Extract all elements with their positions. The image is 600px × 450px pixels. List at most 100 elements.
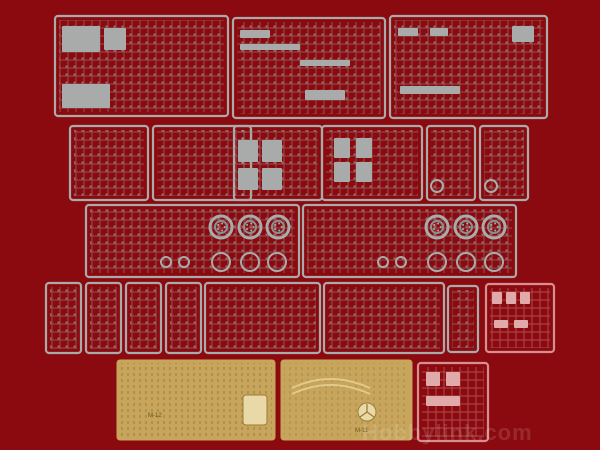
- photo-etch-wiper: [291, 378, 371, 395]
- sprue-frame-h: [425, 124, 477, 202]
- small-part: [514, 320, 528, 328]
- small-part: [300, 60, 350, 66]
- sprue-frame-e-runners: [157, 130, 247, 196]
- ring-part: [430, 179, 444, 193]
- wheel-bolt: [466, 222, 469, 225]
- small-part: [240, 30, 270, 38]
- mercedes-star-mark: [359, 404, 375, 418]
- wheel-bolt: [466, 229, 469, 232]
- wheel-bolt: [439, 226, 442, 228]
- wheel-bolt: [221, 222, 224, 225]
- sprue-frame-b: [231, 16, 387, 120]
- wheel-hub: [429, 219, 445, 235]
- etch-sheet-left-code: M-12: [148, 413, 162, 419]
- etch-sheet-right-code: M-11: [355, 428, 369, 434]
- ring-part: [160, 256, 172, 268]
- wheel-bolt: [217, 228, 220, 231]
- small-part: [494, 320, 508, 328]
- wheel-bolt: [246, 223, 249, 226]
- sprue-frame-p: [203, 281, 322, 355]
- small-part: [426, 372, 440, 386]
- photo-etch-parts: [284, 363, 409, 437]
- ring-part: [395, 256, 407, 268]
- ring-part: [178, 256, 190, 268]
- small-part: [262, 140, 282, 162]
- sprue-frame-i: [478, 124, 530, 202]
- small-part: [62, 26, 100, 52]
- wheel-bolt: [250, 222, 253, 225]
- sprue-frame-d-runners: [74, 130, 144, 196]
- small-part: [334, 138, 350, 158]
- ring-part: [211, 252, 231, 272]
- chassis-rail-part: [446, 284, 480, 354]
- wheel-part: [265, 214, 291, 240]
- small-part: [238, 140, 258, 162]
- ring-part: [484, 179, 498, 193]
- wheel-hub: [486, 219, 502, 235]
- sprue-frame-o-runners: [170, 287, 197, 349]
- small-part: [240, 44, 300, 50]
- small-part: [430, 28, 448, 36]
- small-part: [520, 292, 530, 304]
- wheel-bolt: [437, 229, 440, 232]
- watermark: Hobbylink.com: [362, 420, 533, 445]
- sprue-frame-n: [124, 281, 163, 355]
- wheel-hub: [458, 219, 474, 235]
- wheel-bolt: [494, 229, 497, 232]
- sprue-frame-p-runners: [209, 287, 316, 349]
- wheel-part: [208, 214, 234, 240]
- wheel-part: [424, 214, 450, 240]
- clear-sprue-a: [484, 282, 556, 354]
- wheel-bolt: [437, 222, 440, 225]
- ring-part: [377, 256, 389, 268]
- sprue-frame-q: [322, 281, 446, 355]
- wheel-hub: [213, 219, 229, 235]
- wheel-bolt: [468, 226, 471, 228]
- small-part: [305, 90, 345, 100]
- clear-sprue-b: [416, 361, 490, 443]
- sprue-frame-m-runners: [90, 287, 117, 349]
- wheel-bolt: [433, 223, 436, 226]
- wheel-bolt: [280, 226, 283, 228]
- wheel-bolt: [246, 228, 249, 231]
- small-part: [238, 168, 258, 190]
- small-part: [356, 162, 372, 182]
- ring-part: [484, 252, 504, 272]
- wheel-bolt: [494, 222, 497, 225]
- wheel-bolt: [274, 228, 277, 231]
- small-part: [62, 84, 110, 108]
- wheel-bolt: [462, 223, 465, 226]
- sprue-frame-j: [84, 203, 301, 279]
- ring-part: [427, 252, 447, 272]
- wheel-part: [453, 214, 479, 240]
- small-part: [446, 372, 460, 386]
- sprue-frame-o: [164, 281, 203, 355]
- sprue-frame-d: [68, 124, 150, 202]
- wheel-bolt: [274, 223, 277, 226]
- wheel-bolt: [217, 223, 220, 226]
- wheel-part: [237, 214, 263, 240]
- wheel-bolt: [250, 229, 253, 232]
- wheel-bolt: [496, 226, 499, 228]
- sprue-frame-a: [53, 14, 230, 118]
- wheel-bolt: [278, 222, 281, 225]
- small-part: [334, 162, 350, 182]
- wheel-bolt: [223, 226, 226, 228]
- sprue-frame-c: [388, 14, 549, 120]
- small-part: [492, 292, 502, 304]
- sprue-frame-k-runners: [307, 209, 512, 273]
- small-part: [400, 86, 460, 94]
- sprue-frame-i-runners: [484, 130, 524, 196]
- ring-part: [267, 252, 287, 272]
- sprue-frame-k: [301, 203, 518, 279]
- wheel-bolt: [278, 229, 281, 232]
- wheel-bolt: [490, 228, 493, 231]
- sprue-frame-l: [44, 281, 83, 355]
- sprue-frame-g: [320, 124, 424, 202]
- small-part: [356, 138, 372, 158]
- photo-etch-panel: [242, 394, 268, 426]
- wheel-hub: [242, 219, 258, 235]
- small-part: [104, 28, 126, 50]
- sprue-details: [50, 20, 550, 437]
